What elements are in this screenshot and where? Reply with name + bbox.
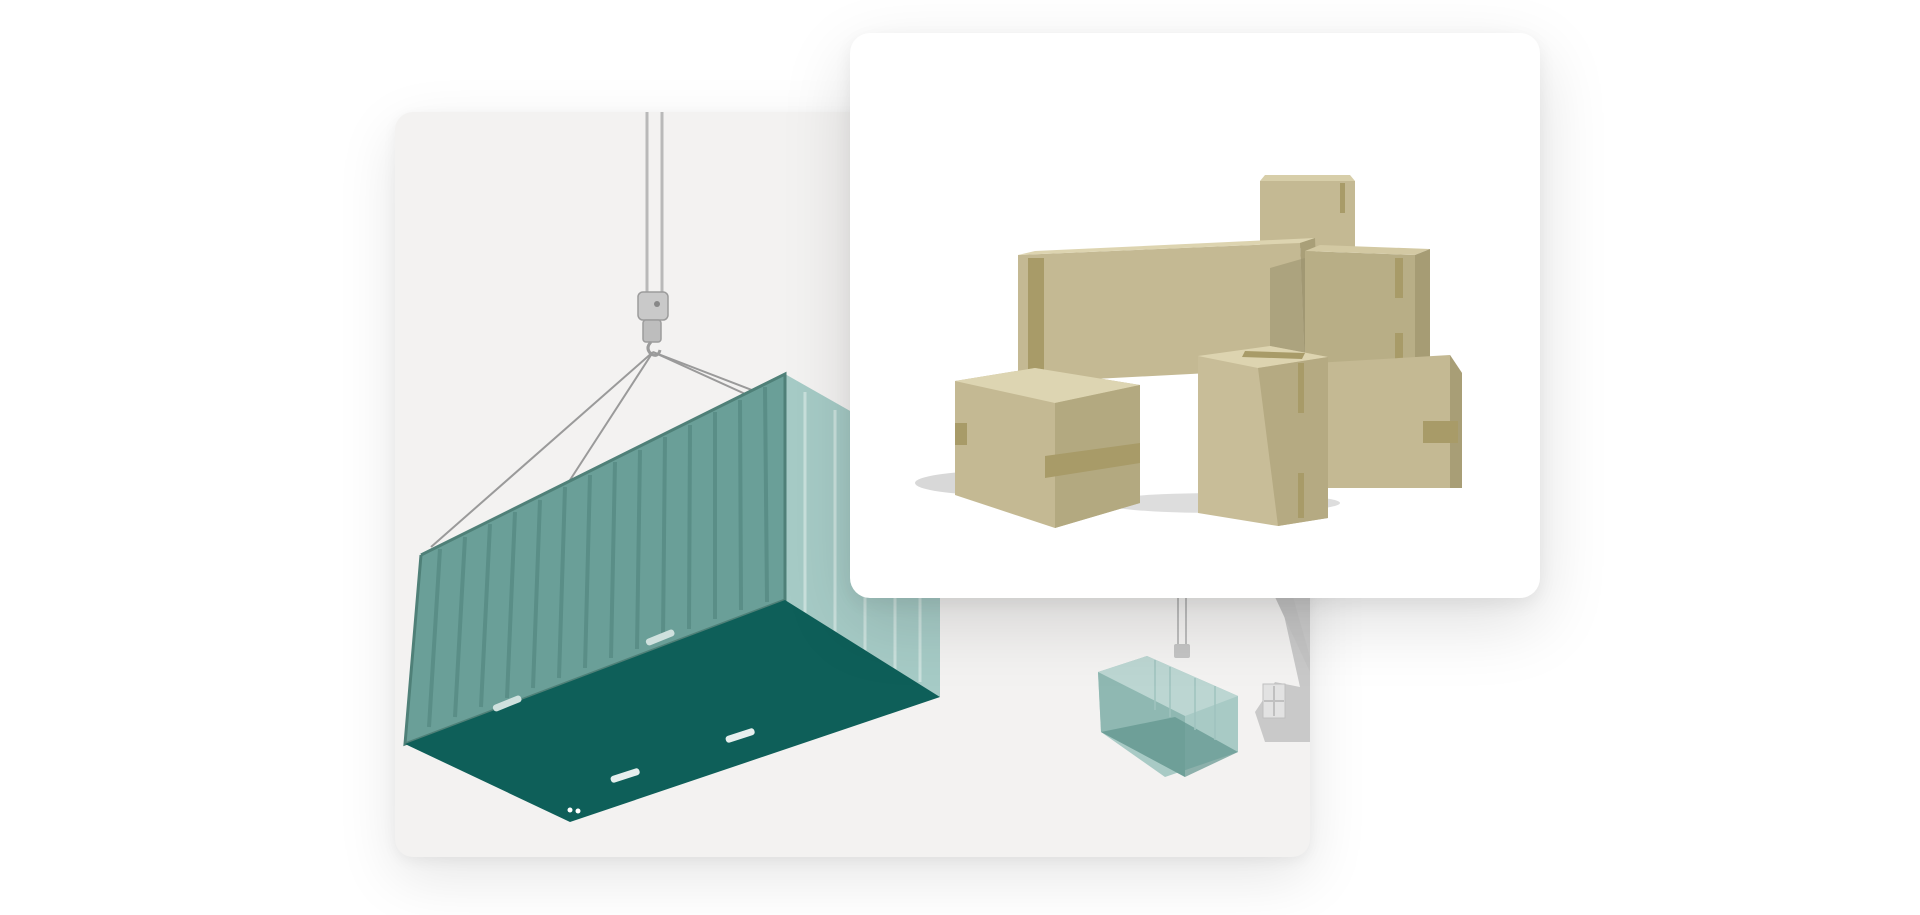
crane-hook-icon <box>637 291 669 357</box>
box-back-right-icon <box>1315 355 1462 488</box>
cardboard-boxes-icon <box>915 175 1462 528</box>
box-front-tall-icon <box>1198 346 1328 526</box>
box-left-icon <box>955 368 1140 528</box>
boxes-card <box>850 33 1540 598</box>
box-right-icon <box>1305 245 1430 378</box>
box-small-top-icon <box>1260 175 1355 248</box>
small-container-icon <box>1098 597 1238 777</box>
distant-crane-icon <box>1255 597 1310 742</box>
